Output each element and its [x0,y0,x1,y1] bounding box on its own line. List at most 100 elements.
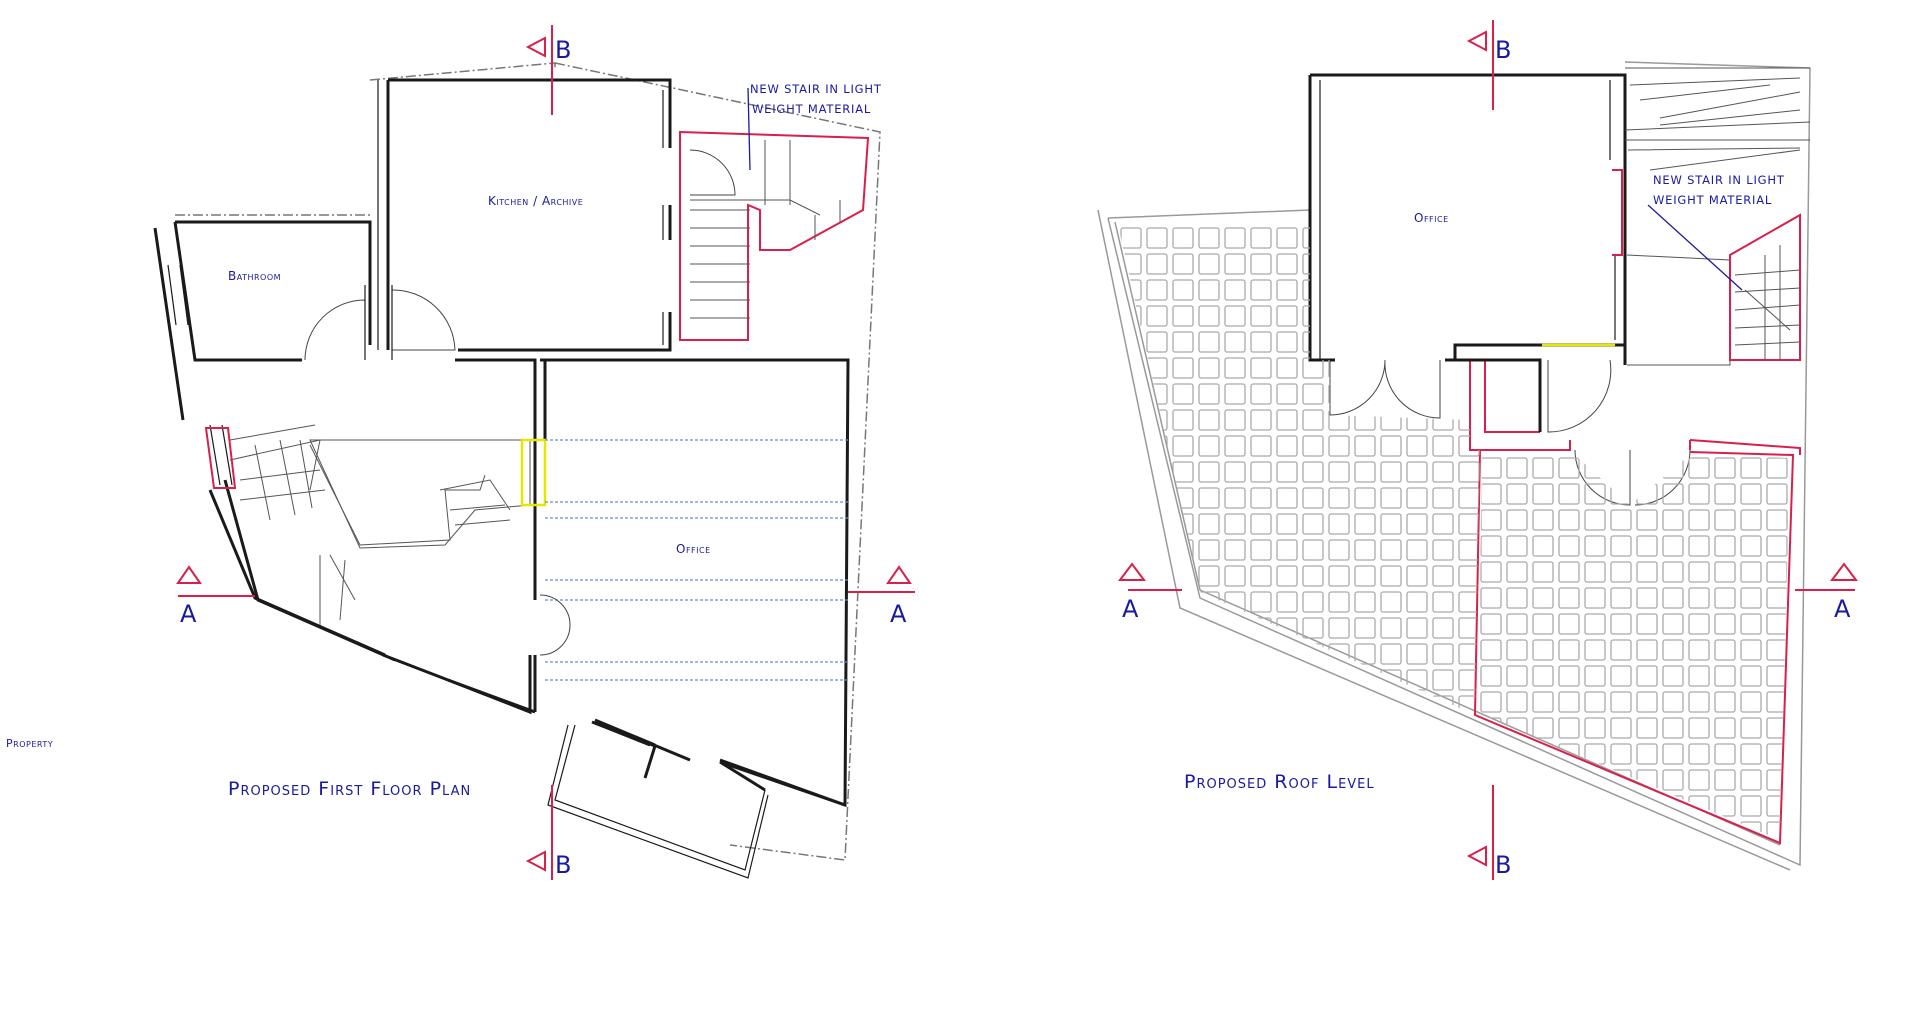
paving-tile [1250,253,1272,275]
paving-tile [1380,461,1402,483]
paving-tile [1558,535,1580,557]
paving-tile [1584,639,1606,661]
balcony-walls [591,720,766,792]
paving-tile [1198,513,1220,535]
paving-tile [1380,253,1402,275]
paving-tile [1480,483,1502,505]
paving-tile [1584,457,1606,479]
paving-tile [1793,510,1813,530]
paving-tile [1793,744,1813,764]
paving-tile [1432,591,1454,613]
paving-tile [1146,643,1168,665]
paving-tile [1714,691,1736,713]
paving-tile [1714,795,1736,817]
paving-tile [1224,461,1246,483]
paving-tile [1276,305,1298,327]
paving-tile [1480,821,1502,840]
paving-tile [1354,487,1376,509]
roof-louvres [1624,67,1811,171]
paving-tile [1250,669,1272,691]
paving-tile [1250,591,1272,613]
paving-tile [1120,435,1142,457]
paving-tile [1381,722,1401,742]
roof-office-inner-walls [1319,80,1616,360]
paving-tile [1406,487,1428,509]
paving-tile [1506,587,1528,609]
paving-tile [1198,357,1220,379]
paving-tile [1406,643,1428,665]
paving-tile [1636,691,1658,713]
paving-tile [1432,253,1454,275]
paving-tile [1276,435,1298,457]
side-label-property: Property [6,737,53,750]
paving-tile [1354,253,1376,275]
paving-tile [1532,665,1554,687]
paving-tile [1636,665,1658,687]
roof-stair-enclosure [1626,254,1731,366]
paving-tile [1406,435,1428,457]
paving-tile [1558,769,1580,791]
paving-tile [1506,691,1528,713]
paving-tile [1432,227,1454,249]
paving-tile [1714,509,1736,531]
paving-tile [1224,513,1246,535]
paving-tile [1506,743,1528,765]
paving-tile [1172,279,1194,301]
paving-tile [1406,513,1428,535]
paving-tile [1276,409,1298,431]
paving-tile [1740,613,1762,635]
paving-tile [1276,279,1298,301]
paving-tile [1172,305,1194,327]
paving-tile [1458,331,1480,353]
paving-tile [1458,279,1480,301]
paving-tile [1147,722,1167,742]
paving-tile [1636,587,1658,609]
paving-tile [1432,383,1454,405]
paving-tile [1432,669,1454,691]
paving-tile [1636,483,1658,505]
paving-tile [1740,691,1762,713]
paving-tile [1328,383,1350,405]
paving-tile [1480,639,1502,661]
paving-tile [1354,409,1376,431]
paving-tile [1172,227,1194,249]
paving-tile [1558,691,1580,713]
paving-tile [1432,487,1454,509]
paving-tile [1506,821,1528,840]
paving-tile [1688,743,1710,765]
paving-tile [1354,279,1376,301]
paving-tile [1458,513,1480,535]
paving-tile [1276,695,1298,715]
paving-tile [1354,383,1376,405]
paving-tile [1172,617,1194,639]
paving-tile [1662,483,1684,505]
paving-left-terrace [1120,227,1480,742]
paving-tile [1276,539,1298,561]
paving-tile [1662,561,1684,583]
paving-tile [1276,227,1298,249]
paving-tile [1146,565,1168,587]
paving-tile [1354,695,1376,715]
paving-tile [1688,483,1710,505]
paving-tile [1584,613,1606,635]
section-a-label-ff-right: A [890,600,907,628]
paving-tile [1250,279,1272,301]
paving-tile [1198,383,1220,405]
paving-tile [1276,253,1298,275]
paving-tile [1302,695,1324,715]
paving-tile [1432,409,1454,431]
section-a-arrow-ff-right [886,565,912,584]
paving-tile [1662,717,1684,739]
paving-tile [1328,279,1350,301]
paving-tile [1506,535,1528,557]
paving-tile [1558,509,1580,531]
paving-tile [1224,409,1246,431]
paving-tile [1406,357,1428,379]
paving-tile [1302,591,1324,613]
paving-tile [1276,565,1298,587]
paving-tile [1406,669,1428,691]
roof-inner-boundary [1114,221,1781,846]
paving-tile [1276,383,1298,405]
paving-tile [1688,457,1710,479]
room-label-office-roof: Office [1414,211,1449,225]
